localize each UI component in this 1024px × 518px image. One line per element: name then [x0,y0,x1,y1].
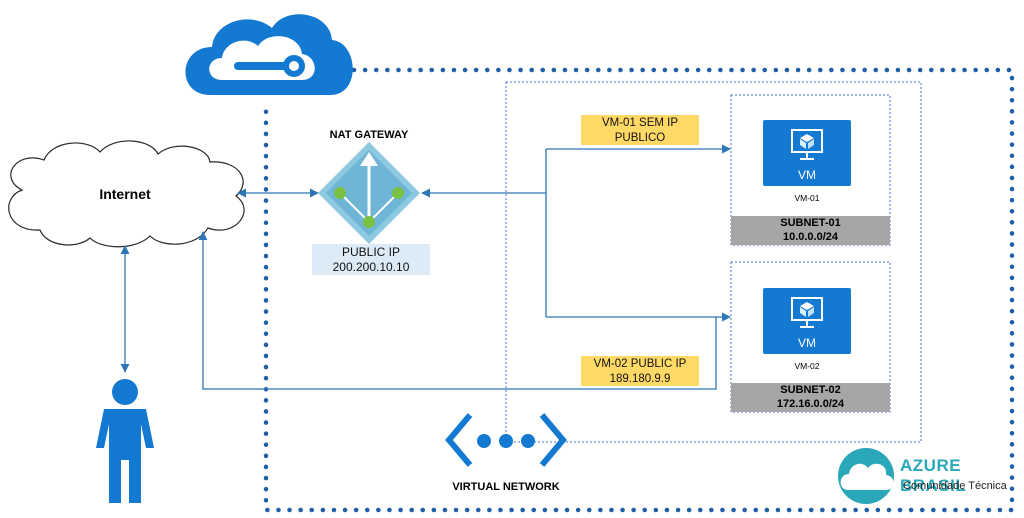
public-ip-value: 200.200.10.10 [332,260,410,274]
vm01-icon-text: VM [798,168,816,182]
user-icon [96,379,154,503]
link-vm02-internet [198,231,717,390]
azure-brasil-logo-icon [838,448,894,504]
subnet02-label-box: SUBNET-02 172.16.0.0/24 [731,383,890,412]
subnet02-boundary [730,261,891,413]
subnet01-boundary [730,94,891,246]
azure-cloud-icon [185,14,353,96]
vm01-name: VM-01 [794,193,820,203]
vm02-note-line2: 189.180.9.9 [609,373,671,385]
subnet01-label-box: SUBNET-01 10.0.0.0/24 [731,216,890,245]
internet-cloud-icon [8,140,245,248]
virtual-network-icon [445,413,567,467]
vm01-icon: VM [763,120,851,186]
internet-label: Internet [99,186,151,202]
subnet02-name: SUBNET-02 [780,384,841,396]
vm01-note-badge: VM-01 SEM IP PUBLICO [581,115,699,145]
azure-region-border [263,67,1015,513]
monitor-icon [791,129,823,160]
vm01-note-line2: PUBLICO [614,132,666,144]
connectors [120,144,731,390]
public-ip-label: PUBLIC IP [341,245,401,259]
nat-gateway-label: NAT GATEWAY [329,129,409,141]
subnet01-name: SUBNET-01 [780,217,841,229]
vm02-icon: VM [763,288,851,354]
virtual-network-label: VIRTUAL NETWORK [452,481,560,493]
logo-title: AZURE BRASIL [900,456,967,495]
vm02-note-line1: VM-02 PUBLIC IP [593,358,687,370]
vnet-boundary [505,81,922,443]
vm02-icon-text: VM [798,336,816,350]
monitor-icon [791,297,823,328]
vm01-note-line1: VM-01 SEM IP [601,117,679,129]
vm02-name: VM-02 [794,361,820,371]
subnet01-cidr: 10.0.0.0/24 [782,231,839,243]
public-ip-box: PUBLIC IP 200.200.10.10 [312,244,430,275]
nat-gateway-icon [318,142,420,244]
subnet02-cidr: 172.16.0.0/24 [776,398,845,410]
vm02-note-badge: VM-02 PUBLIC IP 189.180.9.9 [581,356,699,386]
logo-subtitle: Comunidade Técnica [903,480,1007,492]
